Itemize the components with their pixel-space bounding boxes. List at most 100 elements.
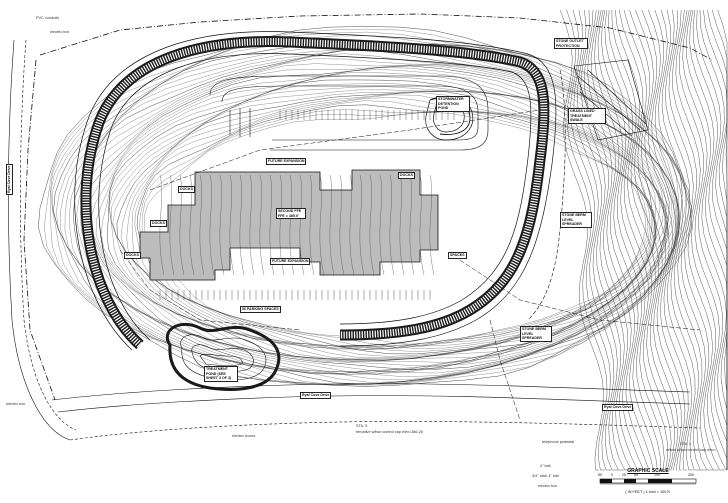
label-spaces: SPACES xyxy=(448,252,467,259)
label-bottom-note-1: 4" ball xyxy=(540,464,551,468)
contour-line xyxy=(597,9,654,471)
label-docks-1: DOCKS xyxy=(178,186,195,193)
contour-line xyxy=(665,9,713,471)
contour-line xyxy=(50,35,690,386)
building-slope-line xyxy=(219,174,225,276)
graphic-scale-title: GRAPHIC SCALE xyxy=(627,468,669,474)
contour-line xyxy=(689,9,728,470)
building-slope-line xyxy=(249,174,255,276)
building-slope-line xyxy=(399,174,405,276)
label-road-left: Ryal Cove Drive xyxy=(6,163,13,195)
building-slope-line xyxy=(309,174,315,276)
building-slope-line xyxy=(209,174,215,276)
label-stormwater-detention-pond: STORMWATER DETENTION POND xyxy=(436,96,470,112)
building-slope-line xyxy=(229,174,235,276)
scale-tick-5: 200 xyxy=(688,473,694,477)
contour-line xyxy=(64,44,680,378)
label-stone-berm-level-spreader-2: STONE BERM LEVEL SPREADER xyxy=(520,326,552,342)
contour-line xyxy=(615,9,672,471)
graphic-scale-subtitle: ( IN FEET ) 1 inch = 100 ft. xyxy=(625,490,671,494)
label-road-bottom-right: Ryal Cove Drive xyxy=(602,404,634,411)
contour-line xyxy=(79,58,677,375)
contour-line xyxy=(100,75,669,361)
label-grass-lined-treatment-swale: GRASS LINED TREATMENT SWALE xyxy=(568,108,606,124)
label-telephone-pedestal: telephone pedestal xyxy=(542,440,575,444)
contour-line xyxy=(661,9,707,471)
scale-tick-0: 50 xyxy=(598,473,602,477)
label-docks-3: DOCKS xyxy=(398,172,415,179)
label-future-expansion-top: FUTURE EXPANSION xyxy=(266,158,307,165)
graphic-scale-bar xyxy=(599,478,697,485)
building-slope-line xyxy=(189,174,195,276)
building-slope-line xyxy=(409,174,415,276)
label-docks-4: DOCKS xyxy=(124,252,141,259)
contour-line xyxy=(668,9,720,471)
contour-line xyxy=(629,9,682,471)
contour-line xyxy=(144,111,647,346)
building-slope-line xyxy=(339,174,345,276)
contour-line xyxy=(679,9,728,471)
building-slope-line xyxy=(159,174,165,276)
contour-line xyxy=(608,9,665,471)
utility-lines xyxy=(119,109,701,421)
contour-line xyxy=(648,9,693,471)
label-sta-1-sub: w/two w/two control cap elev= xyxy=(666,448,717,452)
contour-line xyxy=(685,9,728,470)
building-slope-line xyxy=(359,174,365,276)
contour-line xyxy=(604,9,661,471)
contour-line xyxy=(635,9,686,471)
label-bottom-note-2: 3/4" stick 4" ball xyxy=(532,474,559,478)
building-slope-line xyxy=(429,174,435,276)
label-docks-2: DOCKS xyxy=(150,220,167,227)
label-electric-box-top: electric box xyxy=(50,30,70,34)
building-slope-line xyxy=(329,174,335,276)
building-slope-line xyxy=(389,174,395,276)
contour-line xyxy=(717,9,728,470)
building-slope-line xyxy=(419,174,425,276)
building-slope-line xyxy=(199,174,205,276)
building-slope-line xyxy=(319,174,325,276)
contour-line xyxy=(654,9,696,471)
scale-tick-4: 100 xyxy=(654,473,660,477)
label-bottom-note-3: electric box xyxy=(538,484,558,488)
label-electric-box-left: electric box xyxy=(6,402,26,406)
building-slope-line xyxy=(239,174,245,276)
label-stone-outlet-protection: STONE OUTLET PROTECTION xyxy=(554,38,588,49)
label-stone-berm-level-spreader-1: STONE BERM LEVEL SPREADER xyxy=(560,212,592,228)
contour-line xyxy=(72,50,679,374)
scale-tick-2: 25 xyxy=(622,473,626,477)
contour-line xyxy=(619,9,675,471)
contour-line xyxy=(44,28,693,386)
scale-tick-1: 0 xyxy=(611,473,613,477)
contour-line xyxy=(641,9,689,471)
label-electric-boxes: electric boxes xyxy=(232,434,256,438)
building-slope-line xyxy=(169,174,175,276)
label-future-expansion-bottom: FUTURE EXPANSION xyxy=(270,258,311,265)
contour-line xyxy=(675,9,727,471)
contour-line xyxy=(51,39,687,386)
contour-line xyxy=(682,9,728,470)
public-road xyxy=(8,39,701,441)
building-slope-line xyxy=(369,174,375,276)
contour-line xyxy=(601,9,658,471)
building-slope-line xyxy=(259,174,265,276)
property-boundary xyxy=(23,13,713,401)
contour-line xyxy=(658,9,700,471)
building-slope-line xyxy=(349,174,355,276)
contour-line xyxy=(611,9,668,471)
contour-line xyxy=(672,9,725,471)
label-sta-1: STA. 1 xyxy=(680,442,692,446)
building-slope-line xyxy=(379,174,385,276)
perimeter-access-road xyxy=(74,31,557,351)
contour-line xyxy=(38,26,692,387)
label-second-ffe: SECOND FFE FFE = 485.0' xyxy=(276,208,306,219)
contour-line xyxy=(69,46,680,374)
contour-line xyxy=(76,53,678,376)
label-pvc-conduits: PVC conduits xyxy=(36,16,60,20)
label-sta-5: STA. 5 xyxy=(356,424,368,428)
contour-line xyxy=(50,31,692,385)
label-road-bottom-left: Ryal Cove Drive xyxy=(300,392,332,399)
parking-stalls xyxy=(159,110,455,300)
scale-tick-3: 50 xyxy=(634,473,638,477)
